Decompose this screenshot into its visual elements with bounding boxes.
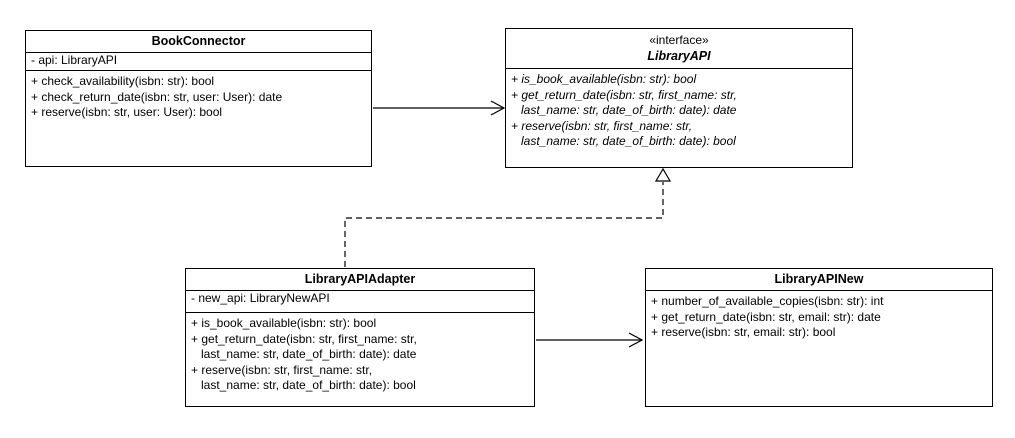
method-line: + reserve(isbn: str, email: str): bool	[651, 325, 836, 339]
stereotype-label: «interface»	[649, 33, 709, 47]
class-name-libraryapiadapter: LibraryAPIAdapter	[186, 269, 534, 291]
association-arrow-libraryapiadapter-to-libraryapinew	[536, 332, 644, 348]
class-name-libraryapi: LibraryAPI	[647, 49, 711, 63]
methods-compartment: + is_book_available(isbn: str): bool + g…	[506, 69, 852, 167]
realization-arrow-libraryapiadapter-to-libraryapi	[344, 167, 672, 267]
attribute-line: - api: LibraryAPI	[31, 53, 118, 67]
method-line: last_name: str, date_of_birth: date): da…	[511, 103, 737, 117]
method-line: last_name: str, date_of_birth: date): bo…	[511, 134, 736, 148]
method-line: last_name: str, date_of_birth: date): da…	[191, 347, 417, 361]
method-line: + reserve(isbn: str, user: User): bool	[31, 105, 223, 119]
methods-compartment: + number_of_available_copies(isbn: str):…	[646, 291, 992, 406]
class-box-libraryapiadapter[interactable]: LibraryAPIAdapter - new_api: LibraryNewA…	[185, 268, 535, 407]
method-line: + get_return_date(isbn: str, email: str)…	[651, 309, 881, 324]
method-line: + is_book_available(isbn: str): bool	[191, 316, 377, 330]
method-line: + reserve(isbn: str, first_name: str,	[191, 362, 373, 377]
methods-compartment: + is_book_available(isbn: str): bool + g…	[186, 313, 534, 406]
class-name-libraryapinew: LibraryAPINew	[646, 269, 992, 291]
attributes-compartment: - new_api: LibraryNewAPI	[186, 291, 534, 313]
class-box-libraryapi[interactable]: «interface» LibraryAPI + is_book_availab…	[505, 28, 853, 168]
attributes-compartment: - api: LibraryAPI	[26, 53, 371, 71]
method-line: + get_return_date(isbn: str, first_name:…	[191, 331, 417, 346]
class-name-bookconnector: BookConnector	[26, 31, 371, 53]
class-box-libraryapinew[interactable]: LibraryAPINew + number_of_available_copi…	[645, 268, 993, 407]
method-line: + is_book_available(isbn: str): bool	[511, 72, 697, 86]
method-line: last_name: str, date_of_birth: date): bo…	[191, 378, 416, 392]
method-line: + number_of_available_copies(isbn: str):…	[651, 294, 884, 308]
class-title-libraryapi: «interface» LibraryAPI	[506, 29, 852, 69]
method-line: + check_availability(isbn: str): bool	[31, 74, 215, 88]
association-arrow-bookconnector-to-libraryapi	[373, 100, 506, 116]
attribute-line: - new_api: LibraryNewAPI	[191, 291, 330, 305]
method-line: + reserve(isbn: str, first_name: str,	[511, 118, 693, 133]
class-box-bookconnector[interactable]: BookConnector - api: LibraryAPI + check_…	[25, 30, 372, 167]
methods-compartment: + check_availability(isbn: str): bool + …	[26, 71, 371, 166]
method-line: + check_return_date(isbn: str, user: Use…	[31, 89, 283, 104]
method-line: + get_return_date(isbn: str, first_name:…	[511, 87, 737, 102]
